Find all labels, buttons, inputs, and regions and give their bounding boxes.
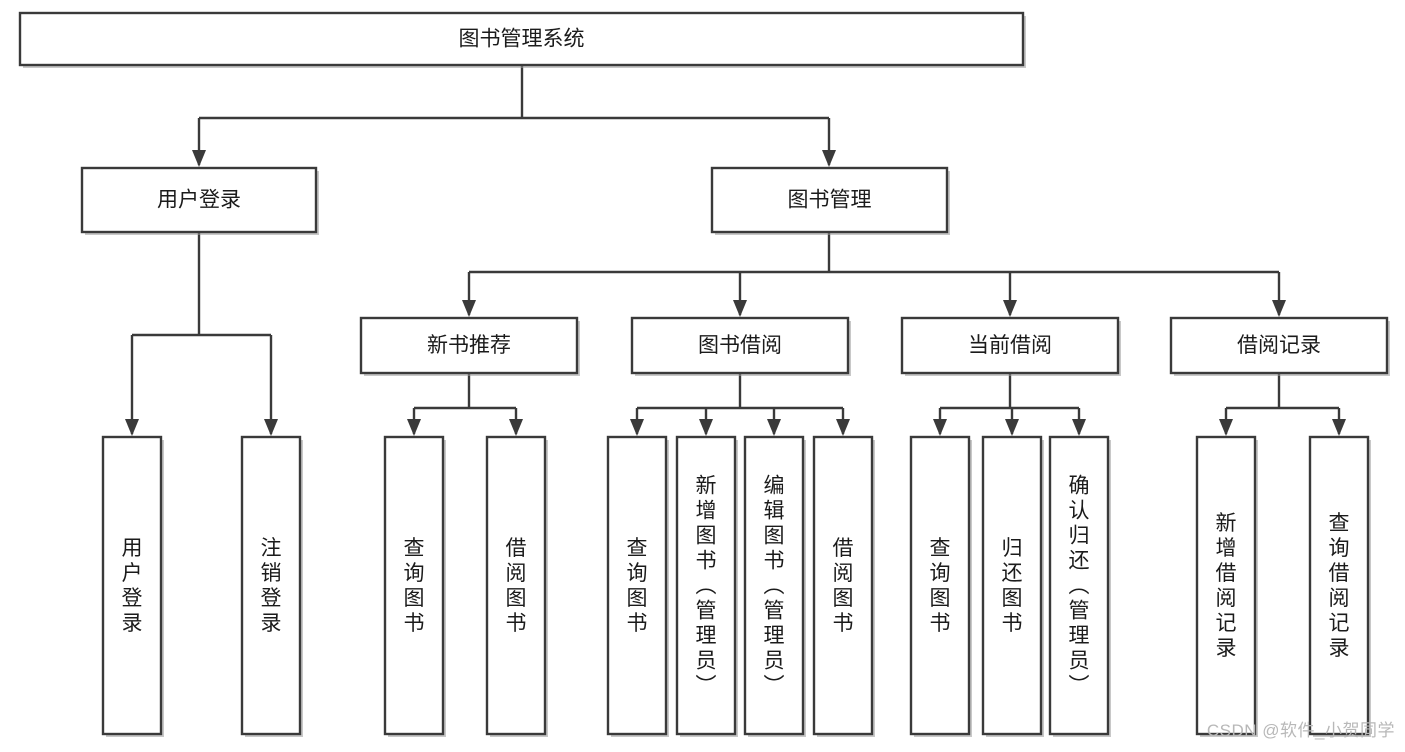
node-label: 当前借阅 [968,334,1052,357]
node-user-login[interactable]: 用户登录 [80,166,319,235]
arrow-head-icon [264,419,278,436]
node-cb-confirm-return[interactable]: 确认归还︵管理员︶ [1048,435,1111,737]
node-label: 用户登录 [122,537,143,635]
node-label: 用户登录 [157,189,241,212]
node-label: 查询图书 [627,537,648,635]
node-label: 新书推荐 [427,334,511,357]
arrow-head-icon [836,419,850,436]
arrow-head-icon [1272,300,1286,317]
arrow-head-icon [125,419,139,436]
node-bb-add-book[interactable]: 新增图书︵管理员︶ [675,435,738,737]
node-label: 借阅图书 [506,537,527,635]
arrow-head-icon [630,419,644,436]
node-bb-edit-book[interactable]: 编辑图书︵管理员︶ [743,435,806,737]
node-root[interactable]: 图书管理系统 [18,11,1026,68]
arrow-head-icon [407,419,421,436]
arrow-head-icon [509,419,523,436]
node-borrow-record[interactable]: 借阅记录 [1169,316,1390,376]
node-label: 确认归还︵管理员︶ [1069,475,1090,698]
arrow-head-icon [733,300,747,317]
node-label: 查询图书 [404,537,425,635]
node-label: 查询图书 [930,537,951,635]
arrow-head-icon [462,300,476,317]
node-label: 归还图书 [1002,537,1023,635]
node-cb-return-book[interactable]: 归还图书 [981,435,1044,737]
arrow-head-icon [1219,419,1233,436]
connector-layer [125,65,1346,436]
node-label: 新增图书︵管理员︶ [696,475,717,698]
arrow-head-icon [192,150,206,167]
node-label: 查询借阅记录 [1329,512,1350,660]
node-label: 图书管理系统 [459,28,585,51]
arrow-head-icon [1003,300,1017,317]
arrow-head-icon [822,150,836,167]
node-label: 注销登录 [261,537,282,635]
node-bb-query-book[interactable]: 查询图书 [606,435,669,737]
arrow-head-icon [767,419,781,436]
arrow-head-icon [1072,419,1086,436]
node-br-add-record[interactable]: 新增借阅记录 [1195,435,1258,737]
node-nbr-borrow-book[interactable]: 借阅图书 [485,435,548,737]
node-book-borrow[interactable]: 图书借阅 [630,316,851,376]
arrow-head-icon [1005,419,1019,436]
node-user-login-do[interactable]: 用户登录 [101,435,164,737]
node-nbr-query-book[interactable]: 查询图书 [383,435,446,737]
node-label: 借阅图书 [833,537,854,635]
node-label: 借阅记录 [1237,334,1321,357]
node-layer: 用户登录注销登录查询图书借阅图书查询图书新增图书︵管理员︶编辑图书︵管理员︶借阅… [18,11,1390,737]
arrow-head-icon [699,419,713,436]
node-label: 新增借阅记录 [1216,512,1237,660]
node-label: 图书借阅 [698,334,782,357]
csdn-watermark: CSDN @软件_小贺同学 [1206,721,1395,740]
node-user-logout[interactable]: 注销登录 [240,435,303,737]
node-bb-borrow-book[interactable]: 借阅图书 [812,435,875,737]
node-label: 编辑图书︵管理员︶ [764,475,785,698]
arrow-head-icon [1332,419,1346,436]
node-current-borrow[interactable]: 当前借阅 [900,316,1121,376]
node-book-management[interactable]: 图书管理 [710,166,950,235]
node-br-query-record[interactable]: 查询借阅记录 [1308,435,1371,737]
node-cb-query-book[interactable]: 查询图书 [909,435,972,737]
node-label: 图书管理 [788,189,872,212]
arrow-head-icon [933,419,947,436]
node-new-book-recommend[interactable]: 新书推荐 [359,316,580,376]
